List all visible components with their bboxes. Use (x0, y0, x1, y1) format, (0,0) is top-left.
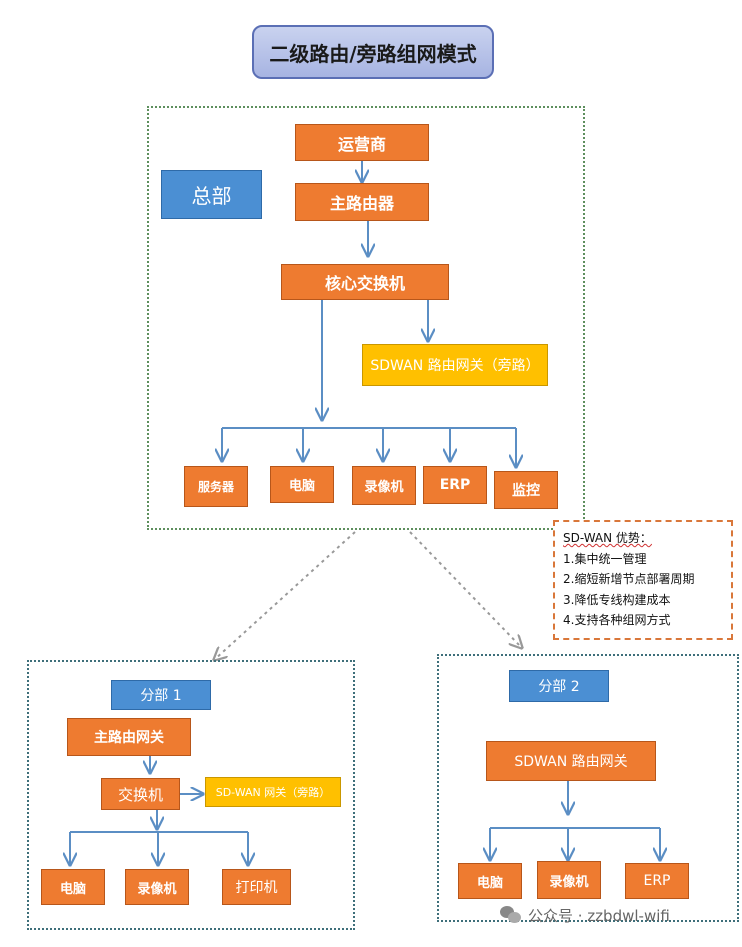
isp-node: 运营商 (295, 124, 429, 161)
branch1-main-gateway-node: 主路由网关 (67, 718, 191, 756)
branch1-device-pc: 电脑 (41, 869, 105, 905)
main-router-node: 主路由器 (295, 183, 429, 221)
hq-device-erp: ERP (423, 466, 487, 504)
hq-device-monitor: 监控 (494, 471, 558, 509)
hq-device-pc: 电脑 (270, 466, 334, 503)
diagram-title: 二级路由/旁路组网模式 (252, 25, 494, 79)
watermark: 公众号 · zzbdwl-wifi (500, 902, 740, 928)
hq-device-recorder: 录像机 (352, 466, 416, 505)
branch1-region (27, 660, 355, 930)
branch2-sdwan-gateway-node: SDWAN 路由网关 (486, 741, 656, 781)
branch2-label: 分部 2 (509, 670, 609, 702)
branch2-region (437, 654, 739, 922)
hq-label: 总部 (161, 170, 262, 219)
hq-sdwan-gateway-node: SDWAN 路由网关（旁路） (362, 344, 548, 386)
advantage-item: 3.降低专线构建成本 (563, 592, 671, 607)
advantages-heading: SD-WAN 优势： (563, 531, 652, 545)
core-switch-node: 核心交换机 (281, 264, 449, 300)
branch1-device-printer: 打印机 (222, 869, 291, 905)
advantage-item: 2.缩短新增节点部署周期 (563, 572, 695, 586)
advantage-item: 1.集中统一管理 (563, 551, 647, 566)
wechat-icon (500, 906, 522, 924)
sdwan-advantages-note: SD-WAN 优势： 1.集中统一管理 2.缩短新增节点部署周期 3.降低专线构… (553, 520, 733, 640)
hq-region (147, 106, 585, 530)
branch1-switch-node: 交换机 (101, 778, 180, 810)
advantage-item: 4.支持各种组网方式 (563, 613, 671, 627)
branch1-device-recorder: 录像机 (125, 869, 189, 905)
watermark-text: 公众号 · zzbdwl-wifi (528, 906, 670, 925)
branch2-device-recorder: 录像机 (537, 861, 601, 899)
branch1-label: 分部 1 (111, 680, 211, 710)
branch2-device-pc: 电脑 (458, 863, 522, 899)
branch1-sdwan-gateway-node: SD-WAN 网关（旁路） (205, 777, 341, 807)
branch2-device-erp: ERP (625, 863, 689, 899)
hq-device-server: 服务器 (184, 466, 248, 507)
